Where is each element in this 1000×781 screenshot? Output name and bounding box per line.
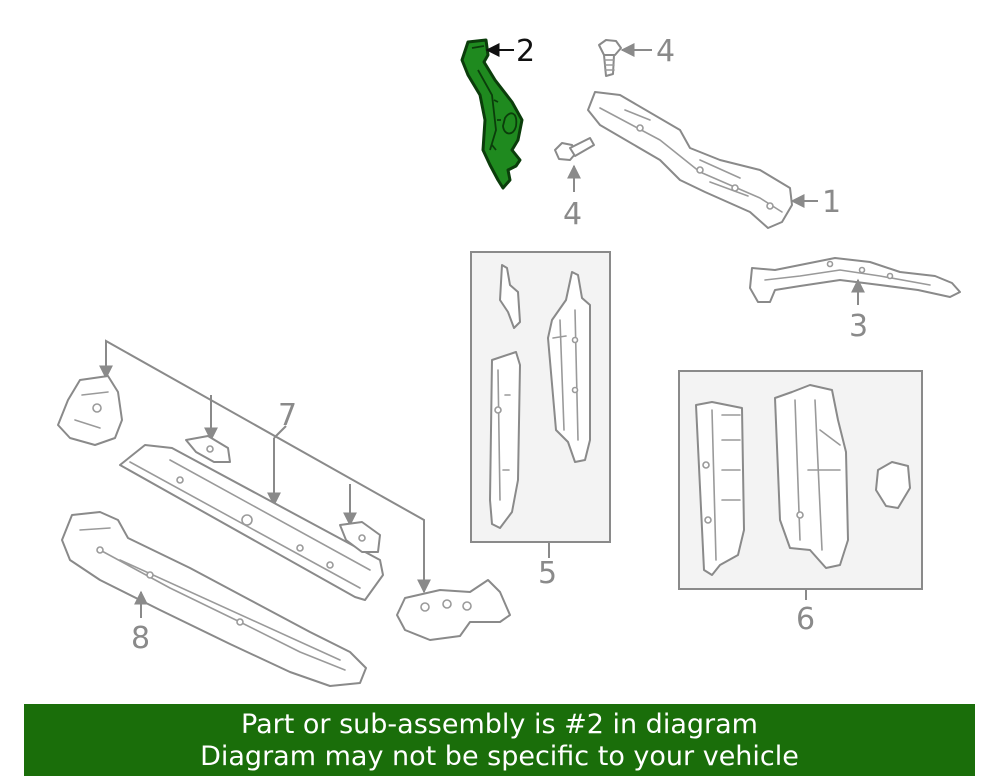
banner-line-2: Diagram may not be specific to your vehi… bbox=[200, 741, 799, 772]
part-3-brace[interactable] bbox=[749, 257, 961, 303]
banner-line-1: Part or sub-assembly is #2 in diagram bbox=[241, 709, 758, 740]
part-7-crossmember[interactable] bbox=[119, 444, 384, 601]
part-5-pieces[interactable] bbox=[489, 264, 591, 529]
group-7-leaders bbox=[99, 339, 431, 594]
callout-6[interactable]: 6 bbox=[796, 602, 815, 637]
part-7-small-bracket-a[interactable] bbox=[185, 435, 231, 463]
callout-4-mid[interactable]: 4 bbox=[563, 197, 582, 232]
part-8-shield[interactable] bbox=[61, 511, 367, 687]
part-7-left-bracket[interactable] bbox=[57, 375, 123, 446]
callout-1[interactable]: 1 bbox=[822, 185, 841, 220]
part-7-right-bracket[interactable] bbox=[396, 579, 511, 641]
info-banner: Part or sub-assembly is #2 in diagram Di… bbox=[24, 704, 975, 776]
part-6-pieces[interactable] bbox=[695, 384, 911, 576]
bolt-top[interactable] bbox=[598, 39, 622, 77]
callout-8[interactable]: 8 bbox=[131, 621, 150, 656]
callout-5[interactable]: 5 bbox=[538, 556, 557, 591]
callout-2[interactable]: 2 bbox=[516, 34, 535, 69]
callout-4-top[interactable]: 4 bbox=[656, 34, 675, 69]
part-2-highlighted[interactable] bbox=[460, 38, 524, 190]
bolt-mid[interactable] bbox=[554, 137, 595, 161]
parts-diagram: 2 4 4 1 3 5 6 7 8 bbox=[57, 34, 961, 687]
callout-3[interactable]: 3 bbox=[849, 309, 868, 344]
part-1-support[interactable] bbox=[587, 91, 793, 229]
callout-7[interactable]: 7 bbox=[278, 398, 297, 433]
part-7-small-bracket-b[interactable] bbox=[339, 521, 381, 553]
